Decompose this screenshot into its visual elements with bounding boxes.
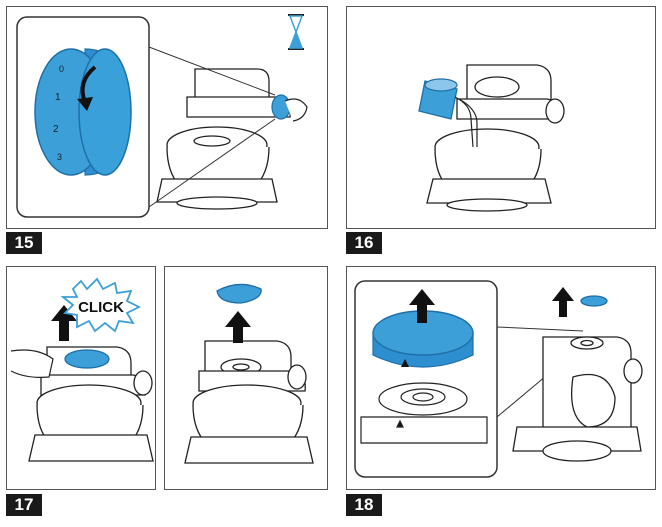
step-16-panel — [346, 6, 656, 229]
dial-mark-3: 3 — [57, 152, 62, 162]
step-17-panel-right — [164, 266, 328, 490]
kitchen-machine — [184, 340, 314, 464]
speed-dial-large: 0 1 2 3 — [34, 48, 132, 176]
up-arrow-icon — [225, 311, 251, 343]
step-number-15: 15 — [6, 232, 42, 254]
drive-socket — [360, 382, 488, 444]
step-18-panel — [346, 266, 656, 490]
step-16-illustration — [418, 64, 565, 212]
dial-mark-1: 1 — [55, 92, 61, 103]
measuring-cup — [418, 78, 458, 120]
blue-lid — [64, 349, 110, 369]
click-label: CLICK — [78, 299, 124, 316]
step-number-17: 17 — [6, 494, 42, 516]
up-arrow-icon — [552, 287, 574, 317]
step-number-16: 16 — [346, 232, 382, 254]
step-18-illustration — [354, 280, 643, 478]
dial-mark-0: 0 — [59, 64, 64, 74]
kitchen-machine — [426, 64, 565, 212]
step-17-right-illustration — [184, 283, 314, 464]
step-17-panel-left: CLICK — [6, 266, 156, 490]
step-number-18: 18 — [346, 494, 382, 516]
blue-lid-lifted — [216, 283, 262, 304]
step-15-illustration: 0 1 2 3 — [16, 14, 308, 218]
kitchen-machine — [156, 68, 291, 210]
step-15-panel: 0 1 2 3 — [6, 6, 328, 229]
small-speed-dial — [271, 94, 291, 120]
click-burst-icon: CLICK — [60, 277, 142, 333]
kitchen-machine-tilted — [512, 336, 643, 462]
drive-cover-small — [580, 295, 608, 307]
step-17-left-illustration: CLICK — [10, 277, 154, 462]
hand — [284, 98, 308, 122]
hand — [10, 349, 54, 378]
dial-mark-2: 2 — [53, 124, 59, 135]
up-arrow-icon — [409, 289, 435, 323]
hourglass-icon — [288, 14, 304, 50]
